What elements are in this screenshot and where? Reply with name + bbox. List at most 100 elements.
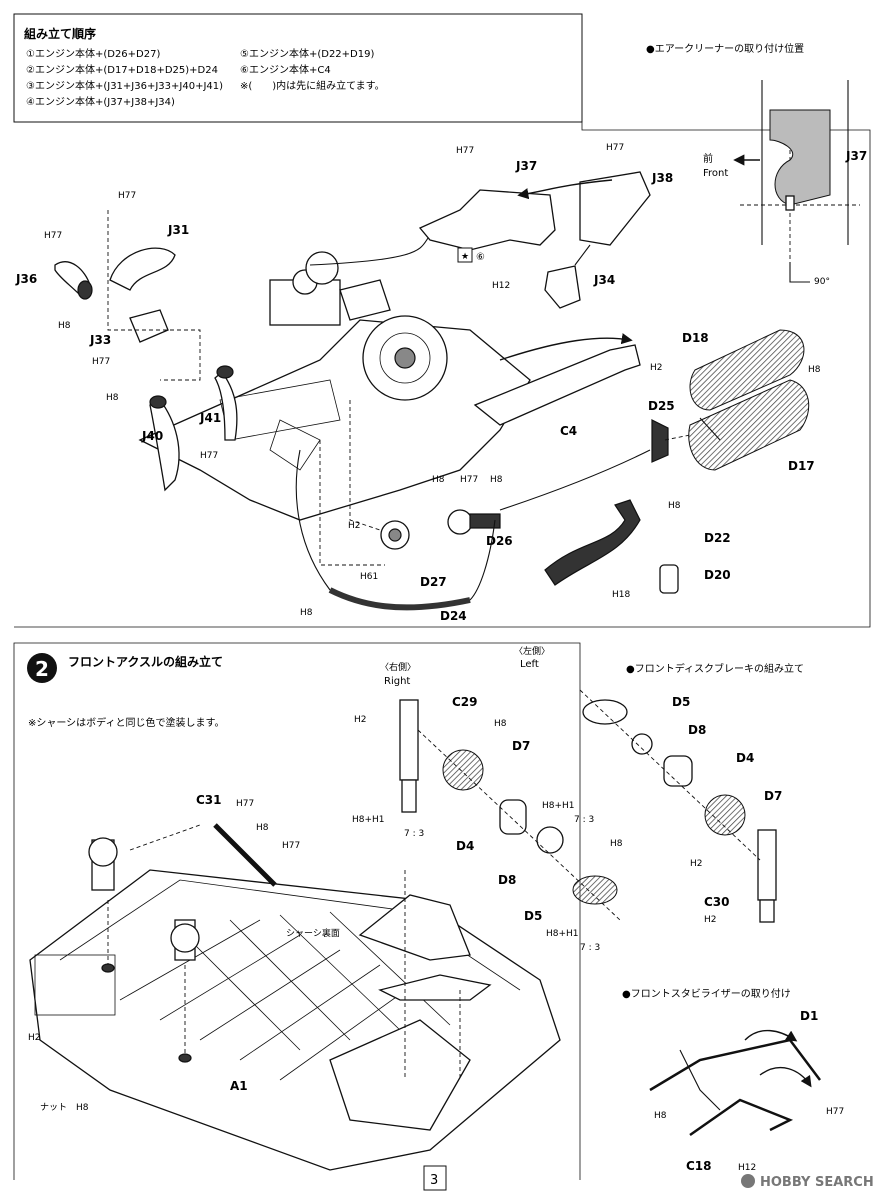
order-item-6: ⑥エンジン本体+C4: [240, 63, 331, 76]
color-H2-c: H2: [28, 1033, 41, 1043]
color-H77-d: H77: [44, 231, 62, 241]
color-H77-g: H77: [460, 475, 478, 485]
part-D27: D27: [420, 575, 447, 589]
part-J38: J38: [651, 171, 673, 185]
upper-arm: [358, 894, 471, 961]
part-D5-right: D5: [524, 909, 542, 923]
intake-hoses: [54, 210, 238, 492]
ratio-a: 7 : 3: [404, 829, 424, 839]
order-item-5: ⑤エンジン本体+(D22+D19): [240, 47, 374, 60]
part-D20-shape: [659, 564, 679, 594]
color-H8-l: H8: [654, 1111, 667, 1121]
order-item-1: ①エンジン本体+(D26+D27): [26, 47, 160, 60]
right-jp: 〈右側〉: [380, 661, 416, 673]
order-title: 組み立て順序: [24, 26, 96, 41]
watermark: HOBBY SEARCH: [741, 1174, 874, 1190]
part-C29: C29: [452, 695, 478, 709]
front-en-label: Front: [703, 168, 728, 179]
part-D18: D18: [682, 331, 709, 345]
step1-order-box: [13, 13, 583, 123]
step2-title: フロントアクスルの組み立て: [68, 654, 223, 669]
step2-number: 2: [35, 657, 49, 681]
part-D25: D25: [648, 399, 675, 413]
color-H12-a: H12: [492, 281, 510, 291]
watermark-text: HOBBY SEARCH: [760, 1175, 874, 1190]
part-J31: J31: [167, 223, 189, 237]
stab-title: ●フロントスタビライザーの取り付け: [622, 987, 791, 1000]
part-J40: J40: [141, 429, 163, 443]
star-num: ⑥: [476, 252, 485, 263]
part-D4-left: D4: [736, 751, 754, 765]
color-H77-e: H77: [92, 357, 110, 367]
color-H8-f: H8: [490, 475, 503, 485]
page-number-box: [423, 1165, 447, 1191]
star-icon: ★: [461, 252, 469, 262]
color-H2-e: H2: [690, 859, 703, 869]
part-A1: A1: [230, 1079, 248, 1093]
color-H12-b: H12: [738, 1163, 756, 1173]
lower-arm: [378, 974, 492, 1001]
color-H18: H18: [612, 590, 630, 600]
color-H8-d: H8: [668, 501, 681, 511]
part-D22: D22: [704, 531, 731, 545]
chassis-A1: [29, 869, 561, 1171]
part-D7-right: D7: [512, 739, 530, 753]
part-C18: C18: [686, 1159, 712, 1173]
nut-label: ナット: [40, 1102, 67, 1113]
part-C31: C31: [196, 793, 222, 807]
color-H8-H1-c: H8+H1: [546, 929, 579, 939]
left-strut: [88, 837, 200, 1063]
watermark-logo-icon: [741, 1174, 755, 1188]
order-item-4: ④エンジン本体+(J37+J38+J34): [26, 95, 175, 108]
order-item-3: ③エンジン本体+(J31+J36+J33+J40+J41): [26, 79, 223, 92]
color-H77-h: H77: [236, 799, 254, 809]
color-H2-f: H2: [704, 915, 717, 925]
stabilizer: [649, 1029, 821, 1137]
step2-panel: 2 フロントアクスルの組み立て ※シャーシはボディと同じ色で塗装します。 〈右側…: [13, 642, 844, 1180]
color-H8-j: H8: [494, 719, 507, 729]
part-D7-left: D7: [764, 789, 782, 803]
color-H8-a: H8: [58, 321, 71, 331]
step2-number-circle: [27, 653, 57, 683]
color-H77-f: H77: [200, 451, 218, 461]
color-H2-d: H2: [354, 715, 367, 725]
color-H2-a: H2: [650, 363, 663, 373]
part-D4-right: D4: [456, 839, 474, 853]
aircleaner-title: ●エアークリーナーの取り付け位置: [646, 42, 804, 55]
part-C4: C4: [560, 424, 577, 438]
part-C4-shape: [473, 344, 641, 426]
step2-frame: [13, 642, 581, 1180]
angle-label: 90°: [814, 277, 830, 287]
part-J37: J37: [515, 159, 537, 173]
color-H8-e: H8: [432, 475, 445, 485]
color-H8-k: H8: [610, 839, 623, 849]
left-jp: 〈左側〉: [514, 645, 550, 657]
color-H77-j: H77: [826, 1107, 844, 1117]
color-H8-g: H8: [300, 608, 313, 618]
color-H77-b: H77: [606, 143, 624, 153]
step2-note: ※シャーシはボディと同じ色で塗装します。: [28, 716, 224, 729]
part-J41: J41: [199, 411, 221, 425]
part-D8-left: D8: [688, 723, 706, 737]
color-H61: H61: [360, 572, 378, 582]
ratio-c: 7 : 3: [580, 943, 600, 953]
part-D22-shape: [544, 499, 641, 586]
color-H8-H1-b: H8+H1: [542, 801, 575, 811]
color-H8-h: H8: [76, 1103, 89, 1113]
right-brake: [399, 699, 621, 921]
part-D17: D17: [788, 459, 815, 473]
color-H77-c: H77: [118, 191, 136, 201]
star-mark-box: [457, 247, 473, 263]
right-en: Right: [384, 676, 410, 687]
part-D26: D26: [486, 534, 513, 548]
chassis-rear-label: シャーシ裏面: [286, 927, 340, 939]
pump-parts: [319, 400, 501, 566]
part-J36: J36: [15, 272, 37, 286]
part-D25-shape: [651, 419, 669, 463]
order-item-2: ②エンジン本体+(D17+D18+D25)+D24: [26, 63, 218, 76]
left-brake: [579, 689, 777, 923]
disc-title: ●フロントディスクブレーキの組み立て: [626, 662, 804, 675]
page-number: 3: [430, 1173, 438, 1188]
part-D24-shape: [328, 587, 471, 611]
